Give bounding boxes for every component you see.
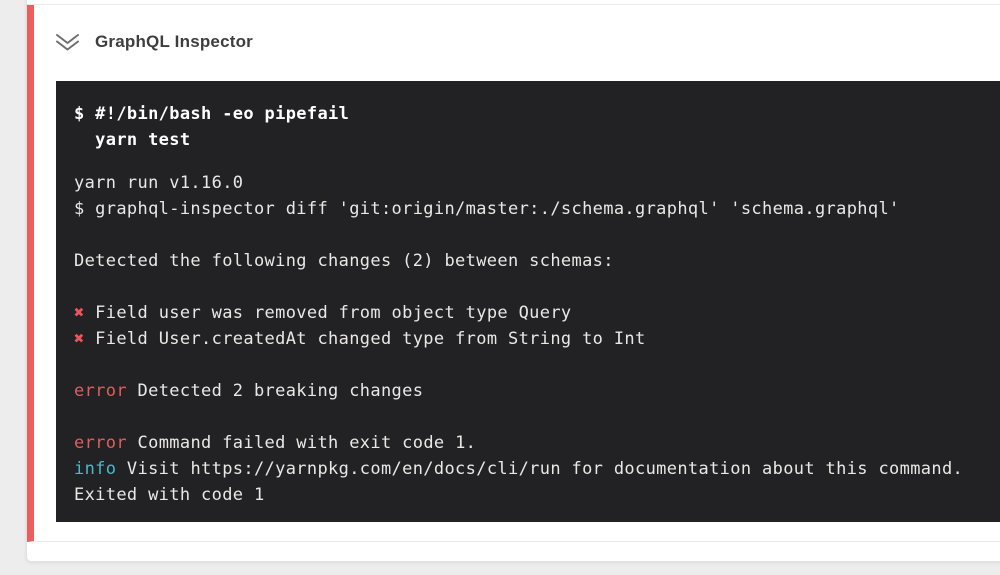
build-steps-card: GraphQL Inspector $ #!/bin/bash -eo pipe… <box>26 0 1000 562</box>
terminal-text: Field user was removed from object type … <box>84 303 572 323</box>
breaking-change-cross-icon: ✖ <box>74 329 85 349</box>
terminal-line: $ graphql-inspector diff 'git:origin/mas… <box>74 196 1000 222</box>
breaking-change-cross-icon: ✖ <box>74 303 85 323</box>
terminal-text: yarn run v1.16.0 <box>74 173 244 193</box>
terminal-line <box>74 274 1000 300</box>
terminal-line: info Visit https://yarnpkg.com/en/docs/c… <box>74 456 1000 482</box>
info-label: info <box>74 459 117 479</box>
terminal-text: Visit https://yarnpkg.com/en/docs/cli/ru… <box>116 459 964 479</box>
step-row-graphql-inspector: GraphQL Inspector $ #!/bin/bash -eo pipe… <box>27 5 1000 542</box>
terminal-text: Detected 2 breaking changes <box>126 381 424 401</box>
terminal-line <box>74 404 1000 430</box>
terminal-line: ✖ Field User.createdAt changed type from… <box>74 326 1000 352</box>
terminal-output-block: yarn run v1.16.0 $ graphql-inspector diff… <box>74 170 1000 508</box>
terminal-line <box>74 352 1000 378</box>
terminal-output: $ #!/bin/bash -eo pipefail yarn test yar… <box>56 81 1000 522</box>
terminal-text: Exited with code 1 <box>74 485 265 505</box>
terminal-command-block: $ #!/bin/bash -eo pipefail yarn test <box>74 101 1000 153</box>
error-label: error <box>74 433 127 453</box>
error-label: error <box>74 381 127 401</box>
terminal-command-line: $ #!/bin/bash -eo pipefail <box>74 104 350 124</box>
terminal-text: Command failed with exit code 1. <box>126 433 477 453</box>
chevron-double-down-icon[interactable] <box>54 31 81 54</box>
step-title: GraphQL Inspector <box>95 32 254 51</box>
terminal-line: yarn run v1.16.0 <box>74 170 1000 196</box>
terminal-line <box>74 222 1000 248</box>
step-header[interactable]: GraphQL Inspector <box>34 27 1000 57</box>
terminal-text: $ graphql-inspector diff 'git:origin/mas… <box>74 199 900 219</box>
terminal-line: Detected the following changes (2) betwe… <box>74 248 1000 274</box>
terminal-line: Exited with code 1 <box>74 482 1000 508</box>
terminal-line: error Detected 2 breaking changes <box>74 378 1000 404</box>
terminal-text: Detected the following changes (2) betwe… <box>74 251 614 271</box>
terminal-line: ✖ Field user was removed from object typ… <box>74 300 1000 326</box>
terminal-text: Field User.createdAt changed type from S… <box>84 329 646 349</box>
terminal-command-line: yarn test <box>74 130 191 150</box>
step-divider <box>27 4 1000 5</box>
terminal-line: error Command failed with exit code 1. <box>74 430 1000 456</box>
